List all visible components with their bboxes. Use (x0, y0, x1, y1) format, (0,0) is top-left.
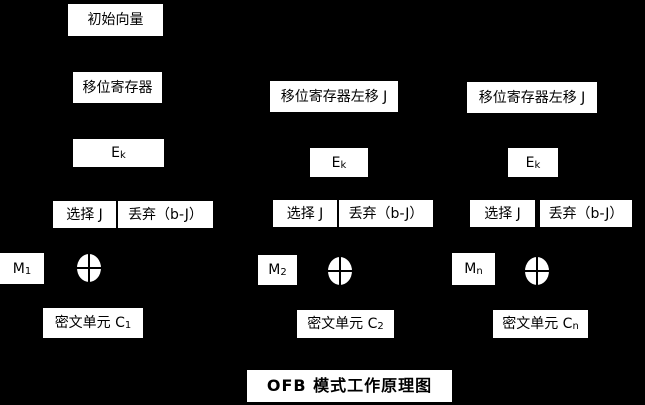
m-sub: 1 (24, 265, 32, 277)
xor-icon (525, 257, 549, 285)
c-sub: 1 (124, 320, 132, 331)
node-shift-register-left-2: 移位寄存器左移 J (270, 81, 398, 112)
m-base: M (268, 262, 281, 278)
c-sub: 2 (377, 321, 384, 332)
ek-base: E (525, 154, 535, 171)
node-select-j-3: 选择 J (470, 200, 535, 227)
xor-icon (328, 257, 352, 285)
c-sub: n (572, 321, 579, 332)
ek-base: E (111, 145, 121, 161)
ek-sub: k (340, 159, 347, 171)
m-base: M (12, 260, 25, 277)
node-shift-register-1: 移位寄存器 (73, 72, 162, 103)
node-shift-register-left-3: 移位寄存器左移 J (467, 82, 597, 113)
diagram-title: OFB 模式工作原理图 (247, 370, 452, 402)
node-select-j-1: 选择 J (53, 201, 116, 228)
node-discard-1: 丢弃（b-J） (118, 201, 213, 228)
m-sub: n (476, 266, 483, 277)
node-discard-2: 丢弃（b-J） (339, 200, 433, 227)
c-base: 密文单元 C (502, 316, 573, 332)
m-base: M (464, 261, 477, 277)
node-initial-vector: 初始向量 (68, 4, 163, 36)
xor-icon (77, 254, 101, 282)
ek-base: E (331, 154, 341, 171)
ek-sub: k (120, 150, 126, 161)
c-base: 密文单元 C (54, 315, 125, 331)
node-discard-3: 丢弃（b-J） (540, 200, 632, 227)
c-base: 密文单元 C (307, 316, 378, 332)
node-select-j-2: 选择 J (273, 200, 337, 227)
m-sub: 2 (280, 267, 287, 278)
ek-sub: k (534, 159, 541, 171)
